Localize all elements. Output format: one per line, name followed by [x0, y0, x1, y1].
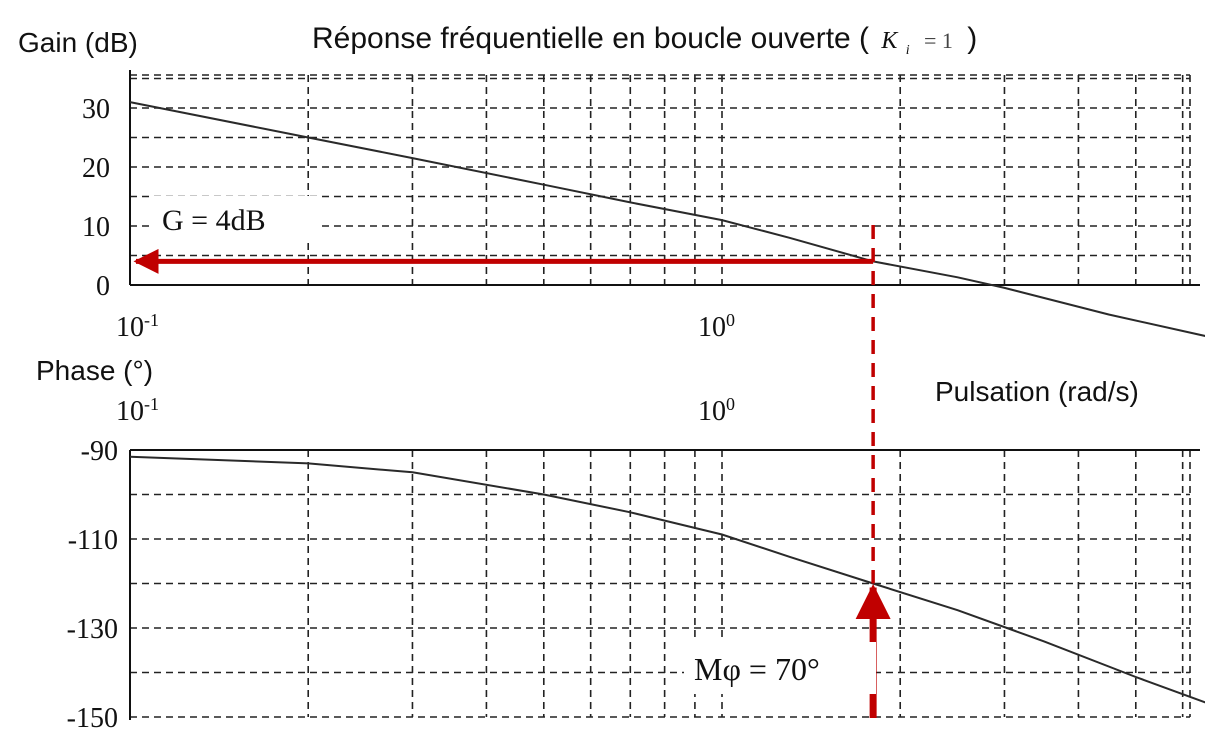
phase-tick-label: -130 — [67, 614, 118, 645]
x-tick-label: 100 — [698, 310, 735, 343]
phase-annotation-bg — [684, 642, 876, 694]
chart-title: Réponse fréquentielle en boucle ouverte … — [312, 22, 977, 61]
x-tick-label: 100 — [698, 394, 735, 427]
x-tick-labels: 10-1 100 10-1 100 — [116, 310, 735, 427]
x-tick-label: 10-1 — [116, 394, 159, 427]
phase-tick-label: -90 — [81, 436, 118, 467]
phase-margin-label: Mφ = 70° — [694, 651, 820, 687]
gain-axes — [129, 70, 1200, 286]
annotations: G = 4dB Mφ = 70° — [133, 196, 891, 718]
phase-tick-label: -110 — [68, 525, 118, 556]
phase-tick-labels: -90 -110 -130 -150 — [67, 436, 118, 734]
phase-tick-label: -150 — [67, 703, 118, 734]
x-axis-label: Pulsation (rad/s) — [935, 376, 1139, 407]
gain-grid — [129, 74, 1191, 285]
gain-margin-label: G = 4dB — [162, 204, 266, 237]
phase-axis-label: Phase (°) — [36, 355, 153, 386]
phase-axes — [129, 449, 1200, 720]
phase-curve — [129, 455, 1205, 704]
curves — [129, 101, 1205, 704]
gain-annotation-bg — [150, 196, 320, 242]
gain-axis-label: Gain (dB) — [18, 27, 138, 58]
gain-tick-labels: 0 10 20 30 — [82, 94, 110, 302]
gain-tick-label: 0 — [96, 271, 110, 302]
gain-curve — [129, 101, 1205, 337]
gain-tick-label: 20 — [82, 153, 110, 184]
x-tick-label: 10-1 — [116, 310, 159, 343]
gain-tick-label: 30 — [82, 94, 110, 125]
phase-grid — [129, 450, 1191, 718]
gain-tick-label: 10 — [82, 212, 110, 243]
